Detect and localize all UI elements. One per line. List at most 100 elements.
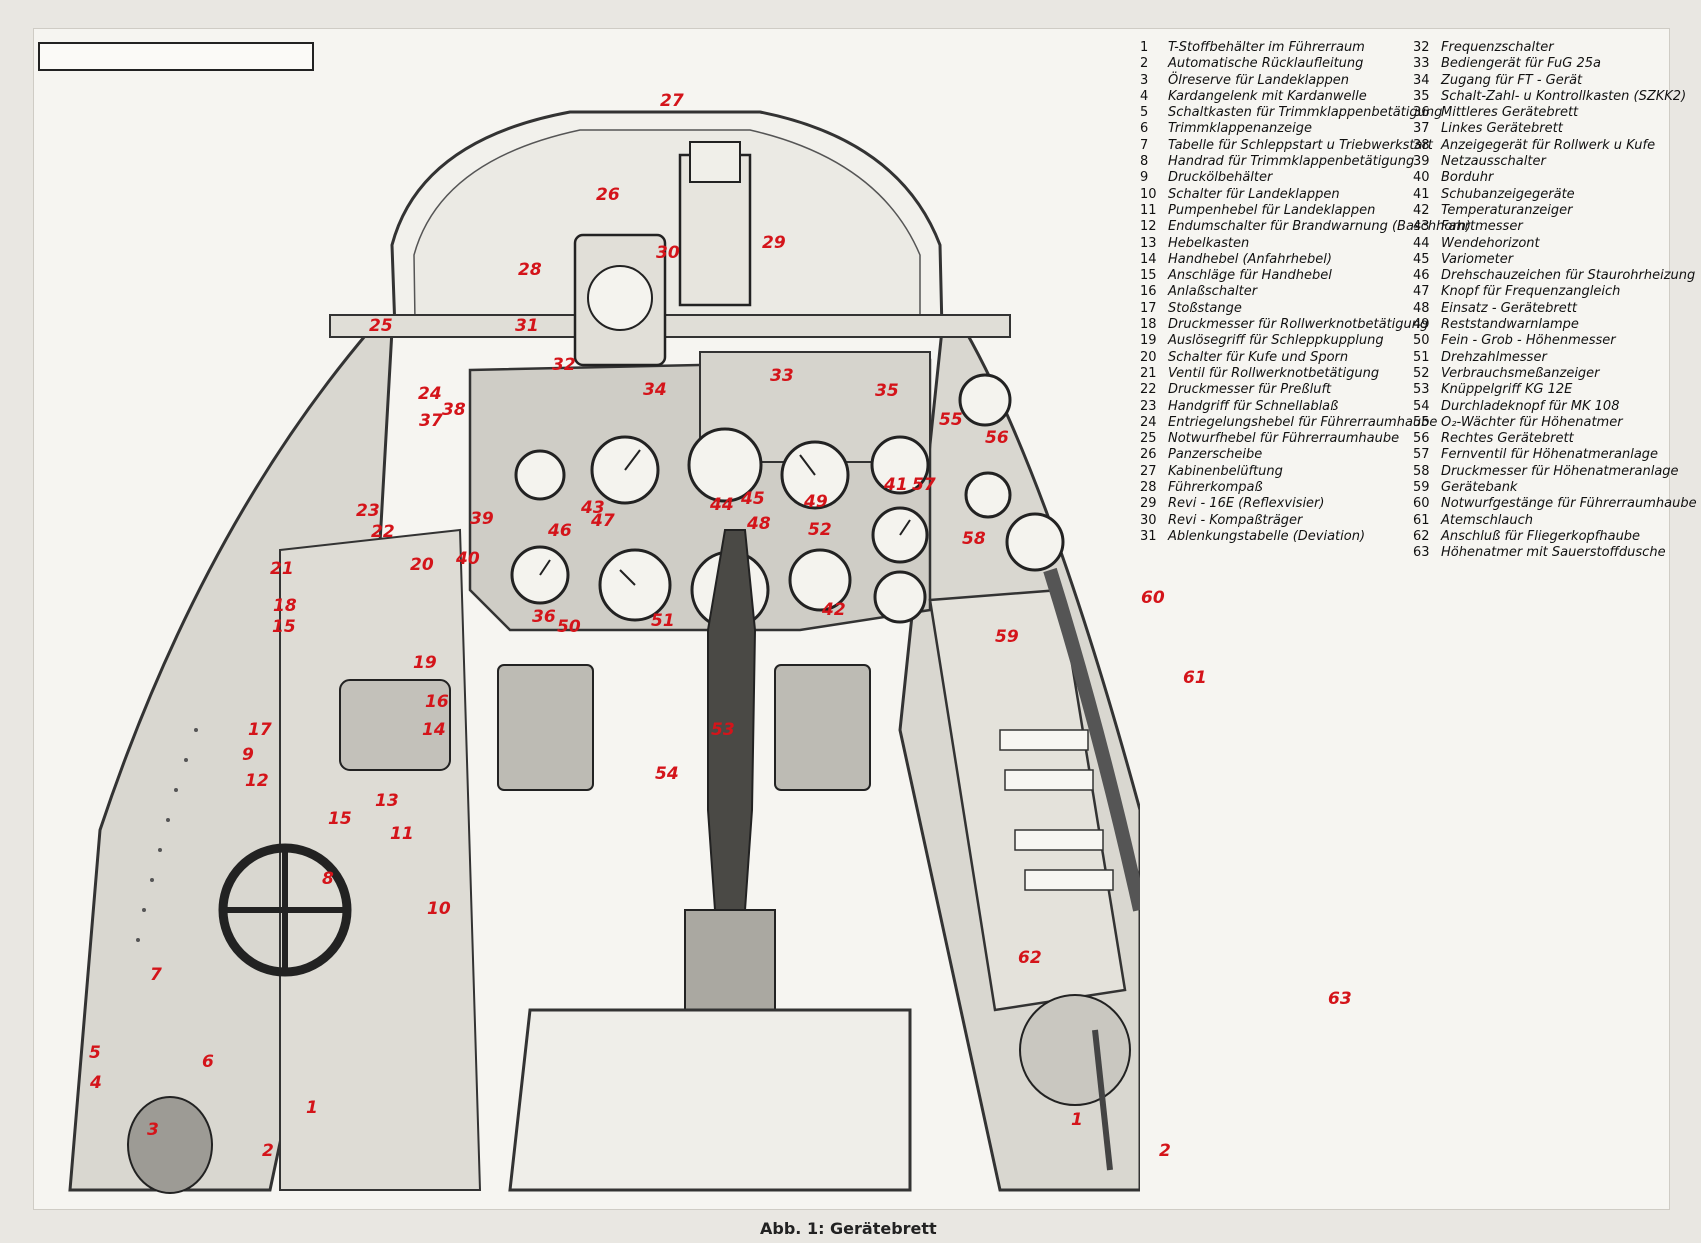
legend-number: 49 <box>1413 317 1430 333</box>
callout-number: 48 <box>747 514 771 534</box>
legend-number: 34 <box>1413 72 1430 88</box>
callout-number: 21 <box>270 559 294 579</box>
legend-label: Rechtes Gerätebrett <box>1441 431 1574 447</box>
callout-number: 47 <box>591 511 615 531</box>
callout-number: 49 <box>804 492 828 512</box>
callout-number: 52 <box>808 520 832 540</box>
legend-number: 30 <box>1140 512 1157 528</box>
legend-label: Druckölbehälter <box>1168 170 1273 186</box>
callout-number: 3 <box>147 1120 159 1140</box>
legend-label: Entriegelungshebel für Führerraumhaube <box>1168 414 1438 430</box>
legend-label: Anlaßschalter <box>1168 284 1258 300</box>
callout-number: 9 <box>242 745 254 765</box>
equipment-bench <box>928 588 1127 1012</box>
bench-labels <box>999 729 1114 891</box>
legend-number: 10 <box>1140 186 1157 202</box>
legend-label: Durchladeknopf für MK 108 <box>1441 398 1620 414</box>
legend-number: 47 <box>1413 284 1430 300</box>
legend-number: 26 <box>1140 447 1157 463</box>
seat-pan <box>508 1008 912 1192</box>
callout-number: 44 <box>710 495 734 515</box>
legend-number: 15 <box>1140 268 1157 284</box>
callout-number: 42 <box>822 600 846 620</box>
legend-label: Fernventil für Höhenatmeranlage <box>1441 447 1659 463</box>
callout-number: 16 <box>425 692 449 712</box>
callout-number: 62 <box>1018 948 1042 968</box>
legend-number: 60 <box>1413 496 1430 512</box>
legend-label: Knüppelgriff KG 12E <box>1441 382 1573 398</box>
callout-number: 56 <box>985 428 1009 448</box>
legend-number: 25 <box>1140 431 1157 447</box>
legend-label: Einsatz - Gerätebrett <box>1441 300 1577 316</box>
legend-number: 42 <box>1413 202 1430 218</box>
callout-number: 15 <box>328 809 352 829</box>
callout-number: 30 <box>656 243 680 263</box>
legend-label: Stoßstange <box>1168 300 1242 316</box>
legend-number: 12 <box>1140 219 1157 235</box>
legend-label: Drehschauzeichen für Staurohrheizung <box>1441 268 1696 284</box>
callout-number: 46 <box>548 521 572 541</box>
left-console <box>279 528 482 1191</box>
callout-number: 24 <box>418 384 442 404</box>
legend-number: 35 <box>1413 88 1430 104</box>
legend-number: 61 <box>1413 512 1430 528</box>
callout-number: 17 <box>248 720 272 740</box>
canopy-frame-bar <box>329 314 1011 338</box>
legend-label: Trimmklappenanzeige <box>1168 121 1312 137</box>
legend-number: 46 <box>1413 268 1430 284</box>
legend-label: Anschluß für Fliegerkopfhaube <box>1441 528 1641 544</box>
legend-label: Druckmesser für Rollwerknotbetätigung <box>1168 317 1429 333</box>
legend-label: Drehzahlmesser <box>1441 349 1547 365</box>
legend-label: Wendehorizont <box>1441 235 1540 251</box>
legend-number: 13 <box>1140 235 1157 251</box>
callout-number: 32 <box>552 355 576 375</box>
legend-number: 50 <box>1413 333 1430 349</box>
legend-label: Höhenatmer mit Sauerstoffdusche <box>1441 545 1666 561</box>
legend-label: Hebelkasten <box>1168 235 1250 251</box>
callout-number: 11 <box>390 824 414 844</box>
legend-label: Führerkompaß <box>1168 480 1263 496</box>
legend-number: 57 <box>1413 447 1430 463</box>
cockpit-illustration <box>68 110 1140 1194</box>
callout-number: 60 <box>1141 588 1165 608</box>
legend-number: 33 <box>1413 56 1430 72</box>
legend-number: 48 <box>1413 300 1430 316</box>
legend-label: Notwurfgestänge für Führerraumhaube <box>1441 496 1697 512</box>
callout-number: 23 <box>356 501 380 521</box>
legend-label: Kardangelenk mit Kardanwelle <box>1168 88 1367 104</box>
oxygen-unit <box>1019 994 1131 1106</box>
legend-number: 14 <box>1140 251 1157 267</box>
legend-item: 46 Drehschauzeichen für Staurohrheizung <box>1413 268 1697 284</box>
legend-label: Handgriff für Schnellablaß <box>1168 398 1339 414</box>
callout-number: 51 <box>651 611 675 631</box>
legend-label: Endumschalter für Brandwarnung (Baschhor… <box>1168 219 1471 235</box>
